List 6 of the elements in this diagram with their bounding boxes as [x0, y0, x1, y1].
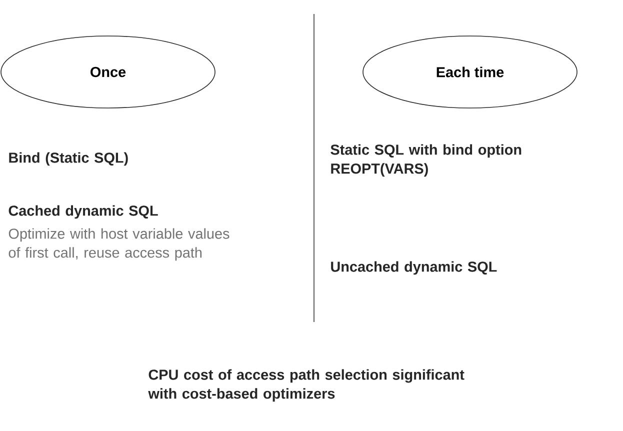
heading-text: Cached dynamic SQL: [8, 205, 158, 219]
heading-text: Bind (Static SQL): [9, 152, 128, 166]
note-text: Optimize with host variable values of first call, reuse access path: [8, 228, 230, 261]
heading-text: Uncached dynamic SQL: [331, 261, 497, 275]
heading-text: CPU cost of access path selection significant with cost-based optimizers: [148, 369, 464, 402]
heading-text: Static SQL with bind option REOPT(VARS): [330, 144, 522, 177]
